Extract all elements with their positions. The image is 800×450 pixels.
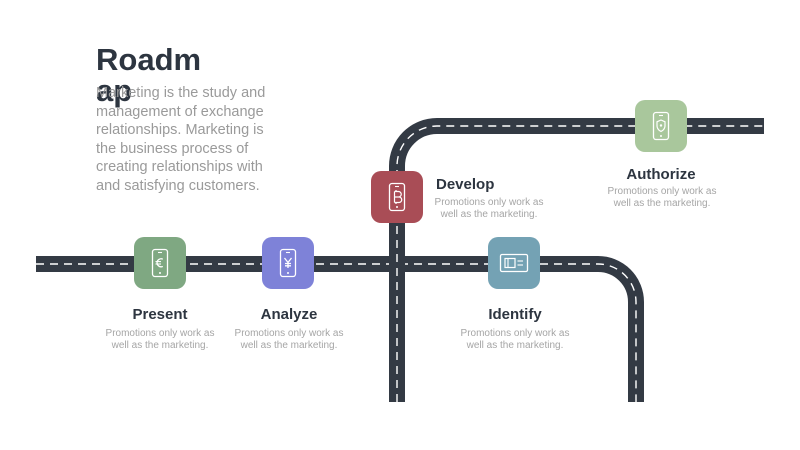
milestone-label-identify: Identify [488,306,542,323]
milestone-label-authorize: Authorize [626,166,696,183]
milestone-desc-identify: Promotions only work as well as the mark… [460,328,570,352]
milestone-label-present: Present [132,306,188,323]
milestone-tile-develop [371,171,423,223]
phone-bitcoin-icon [388,182,406,212]
phone-yen-icon [279,248,297,278]
intro-paragraph: Marketing is the study and management of… [96,85,266,194]
monitor-card-icon [499,253,529,273]
milestone-desc-authorize: Promotions only work as well as the mark… [607,186,717,210]
milestone-tile-present [134,237,186,289]
phone-shield-icon [652,111,670,141]
milestone-tile-analyze [262,237,314,289]
milestone-tile-authorize [635,100,687,152]
milestone-label-develop: Develop [436,176,495,193]
phone-euro-icon [151,248,169,278]
main-horizontal-road [36,256,644,402]
upper-branch-road [389,118,764,402]
milestone-desc-develop: Promotions only work as well as the mark… [434,197,544,221]
milestone-desc-analyze: Promotions only work as well as the mark… [234,328,344,352]
milestone-label-analyze: Analyze [260,306,318,323]
milestone-desc-present: Promotions only work as well as the mark… [105,328,215,352]
milestone-tile-identify [488,237,540,289]
page-title: Roadmap [96,42,202,108]
